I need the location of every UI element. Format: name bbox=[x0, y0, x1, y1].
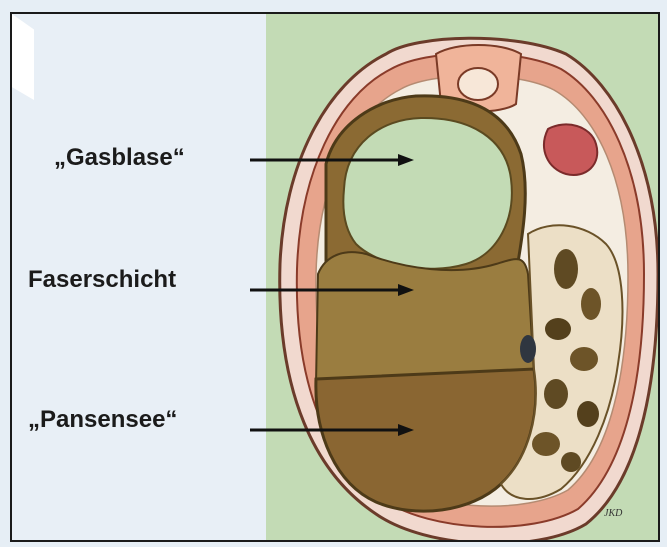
arrow-rumen-lake bbox=[248, 422, 418, 438]
gas-bubble bbox=[343, 118, 512, 269]
rumen-cross-section-illustration bbox=[266, 14, 660, 542]
fiber-layer bbox=[316, 252, 534, 384]
arrow-gas-bubble bbox=[248, 152, 418, 168]
decorative-corner bbox=[12, 14, 34, 100]
vertebra bbox=[458, 68, 498, 100]
label-gas-bubble: „Gasblase“ bbox=[54, 144, 185, 172]
slide-frame: „Gasblase“ Faserschicht „Pansensee“ JKD bbox=[10, 12, 660, 542]
label-rumen-lake: „Pansensee“ bbox=[28, 406, 177, 434]
arrow-fiber-layer bbox=[248, 282, 418, 298]
label-fiber-layer: Faserschicht bbox=[28, 266, 176, 294]
artist-signature: JKD bbox=[604, 508, 622, 519]
